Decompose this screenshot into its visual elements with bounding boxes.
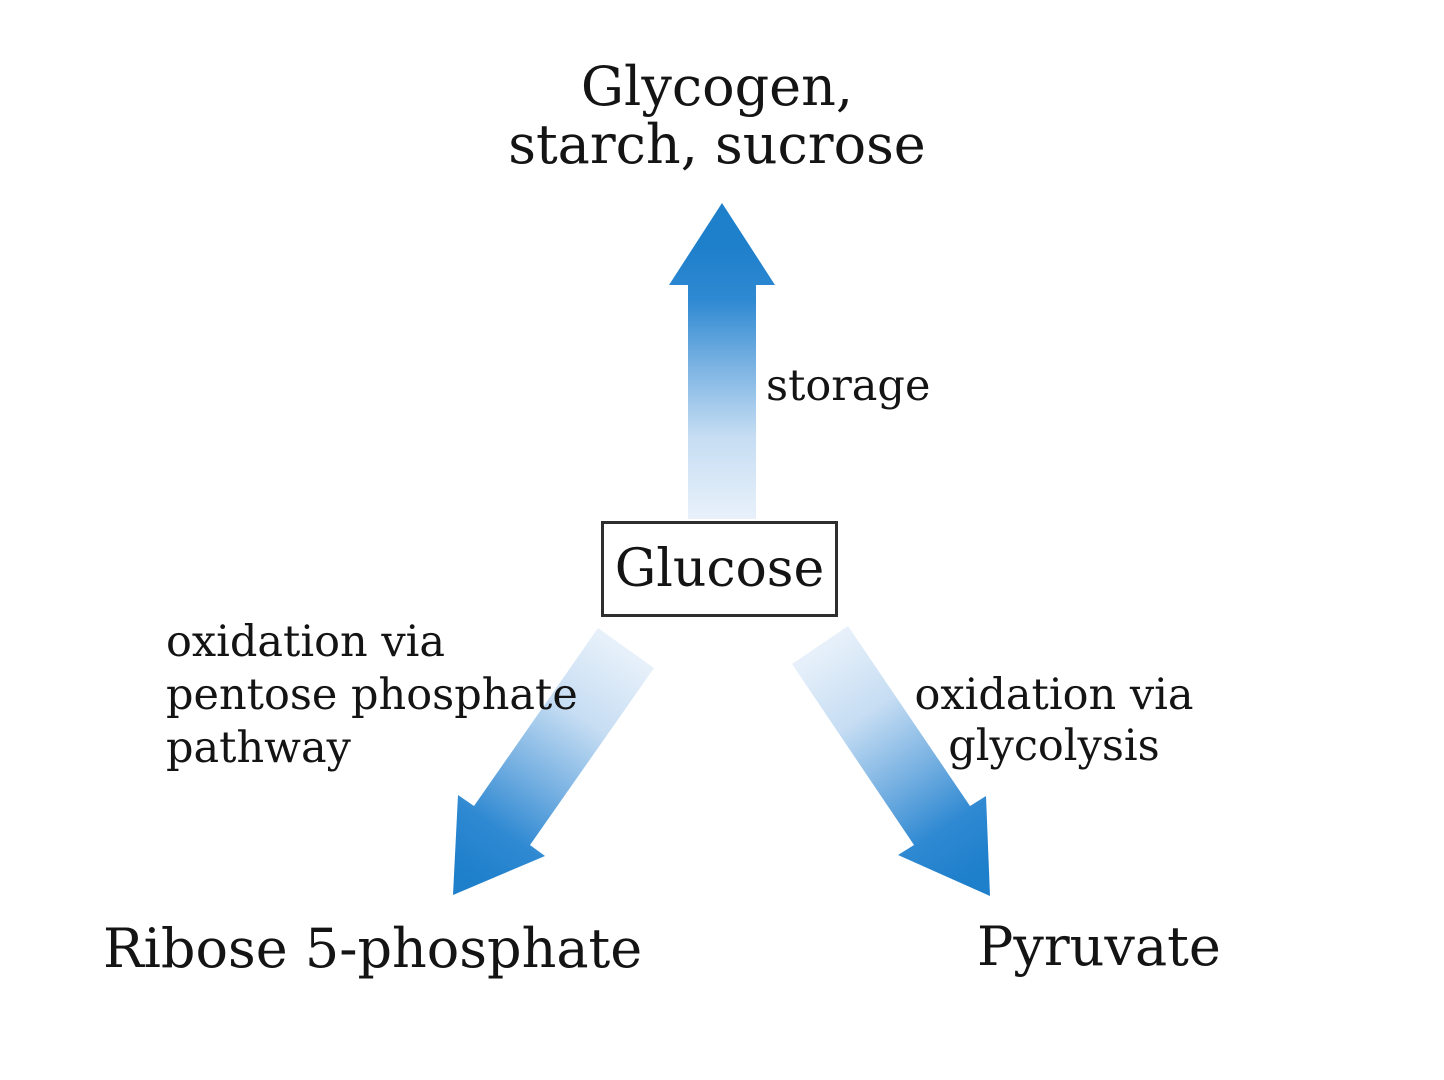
pyruvate-node-label: Pyruvate (977, 915, 1221, 978)
pentose-phosphate-arrow (453, 628, 654, 895)
storage-label: storage (766, 361, 931, 411)
pentose-pathway-line3: pathway (166, 723, 351, 773)
storage-arrow (669, 203, 775, 519)
top-node-line1: Glycogen, (580, 55, 854, 118)
glycolysis-label: oxidation via glycolysis (914, 670, 1193, 772)
ribose-node-label: Ribose 5-phosphate (103, 917, 643, 980)
glucose-label: Glucose (614, 539, 825, 599)
pentose-pathway-line2: pentose phosphate (166, 670, 578, 720)
glycolysis-line1: oxidation via (914, 670, 1194, 720)
pentose-pathway-line1: oxidation via (166, 617, 446, 667)
top-node-line2: starch, sucrose (508, 113, 926, 176)
glycolysis-line2: glycolysis (948, 721, 1160, 771)
glycolysis-arrow (792, 626, 990, 896)
pentose-pathway-label: oxidation via pentose phosphate pathway (166, 616, 578, 775)
glucose-box: Glucose (601, 521, 838, 617)
top-node-label: Glycogen, starch, sucrose (508, 58, 926, 174)
